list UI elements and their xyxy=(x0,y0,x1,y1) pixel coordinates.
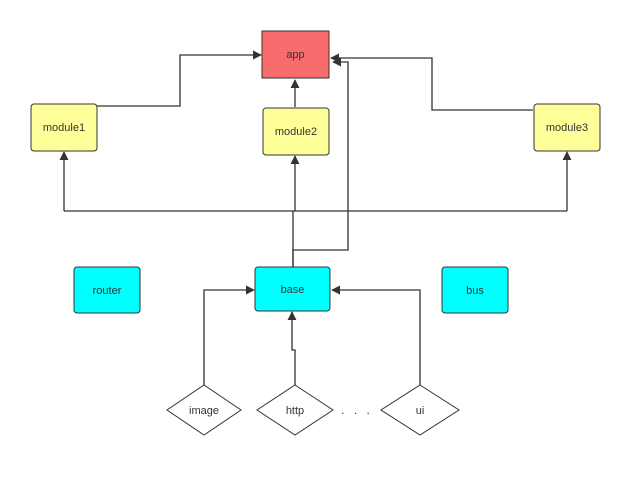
node-module3-label: module3 xyxy=(546,122,588,134)
node-bus-box xyxy=(441,266,509,314)
node-router[interactable]: router xyxy=(73,266,141,314)
edge-ui-to-base xyxy=(331,285,421,385)
node-base-label: base xyxy=(281,284,305,296)
node-base[interactable]: base xyxy=(254,266,331,312)
node-http-label: http xyxy=(286,405,304,417)
edge-image-to-base xyxy=(203,285,255,385)
edges xyxy=(59,50,572,385)
node-module1-box xyxy=(30,103,98,152)
node-module1-label: module1 xyxy=(43,122,85,134)
node-bus[interactable]: bus xyxy=(441,266,509,314)
node-ui-label: ui xyxy=(416,405,425,417)
edge-module1-to-app xyxy=(97,50,262,107)
node-image[interactable]: image xyxy=(166,384,242,436)
node-image-label: image xyxy=(189,405,219,417)
node-module2-label: module2 xyxy=(275,126,317,138)
node-module2-box xyxy=(262,107,330,156)
edge-module3-to-app xyxy=(330,53,533,111)
node-app[interactable]: app xyxy=(261,30,330,79)
node-image-diamond xyxy=(166,384,242,436)
node-router-box xyxy=(73,266,141,314)
node-module2[interactable]: module2 xyxy=(262,107,330,156)
node-http-diamond xyxy=(256,384,334,436)
node-bus-label: bus xyxy=(466,285,484,297)
node-ui[interactable]: ui xyxy=(380,384,460,436)
node-module3[interactable]: module3 xyxy=(533,103,601,152)
node-http[interactable]: http xyxy=(256,384,334,436)
node-router-label: router xyxy=(93,285,122,297)
node-app-label: app xyxy=(286,49,304,61)
node-module1[interactable]: module1 xyxy=(30,103,98,152)
edge-base-to-app xyxy=(292,57,349,267)
edge-http-to-base xyxy=(287,311,297,385)
node-module3-box xyxy=(533,103,601,152)
ellipsis-text: . . . xyxy=(341,403,373,417)
node-ui-diamond xyxy=(380,384,460,436)
node-app-box xyxy=(261,30,330,79)
node-base-box xyxy=(254,266,331,312)
